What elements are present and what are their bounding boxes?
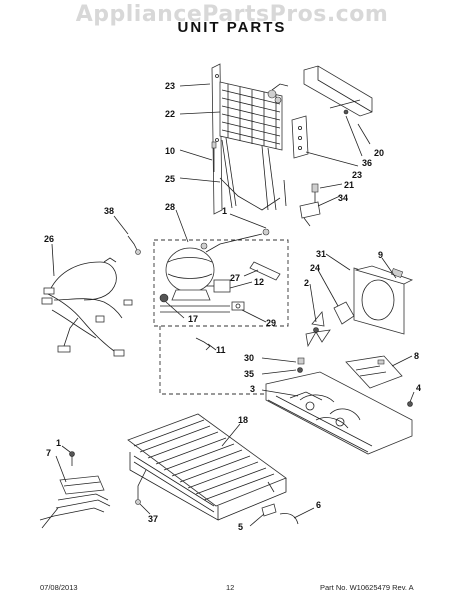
callout-34: 34: [338, 193, 348, 203]
base-plate: [265, 355, 413, 455]
callout-11: 11: [216, 345, 226, 355]
callout-27: 27: [230, 273, 240, 283]
leader-lines: [51, 83, 415, 527]
compressor-assembly: [153, 228, 289, 327]
condenser-assembly: [211, 63, 309, 215]
callout-21: 21: [344, 180, 354, 190]
callout-23-upper: 23: [165, 81, 175, 91]
callout-17: 17: [188, 314, 198, 324]
callout-20: 20: [374, 148, 384, 158]
footer-date: 07/08/2013: [40, 583, 78, 592]
callout-18: 18: [238, 415, 248, 425]
watermark: AppliancePartsPros.com: [75, 2, 389, 27]
callout-38: 38: [104, 206, 114, 216]
callout-30: 30: [244, 353, 254, 363]
callout-6: 6: [316, 500, 321, 510]
drain-parts: [261, 503, 299, 525]
sensor-parts: [299, 183, 321, 227]
callout-31: 31: [316, 249, 326, 259]
callout-29: 29: [266, 318, 276, 328]
callout-1-lower: 1: [56, 438, 61, 448]
wiring-harness: [41, 235, 141, 357]
callout-24: 24: [310, 263, 320, 273]
callout-35: 35: [244, 369, 254, 379]
fan-assembly: [305, 265, 414, 348]
callout-26: 26: [44, 234, 54, 244]
callout-37: 37: [148, 514, 158, 524]
cover-assembly: [303, 65, 373, 117]
callout-labels: 23 22 10 25 28 1 38 26 27 12 17 29 11 20…: [44, 81, 421, 532]
callout-2: 2: [304, 278, 309, 288]
callout-3: 3: [250, 384, 255, 394]
terminal-block: [39, 451, 111, 529]
callout-36: 36: [362, 158, 372, 168]
callout-28: 28: [165, 202, 175, 212]
evaporator-coil: [127, 413, 287, 521]
callout-1-upper: 1: [222, 206, 227, 216]
callout-25: 25: [165, 174, 175, 184]
callout-5: 5: [238, 522, 243, 532]
clip-part: [195, 337, 211, 351]
callout-22: 22: [165, 109, 175, 119]
footer-page-number: 12: [226, 583, 235, 592]
callout-10: 10: [165, 146, 175, 156]
callout-7: 7: [46, 448, 51, 458]
callout-23-lower: 23: [352, 170, 362, 180]
footer-part-number: Part No. W10625479 Rev. A: [320, 583, 414, 592]
callout-9: 9: [378, 250, 383, 260]
callout-12: 12: [254, 277, 264, 287]
callout-8: 8: [414, 351, 419, 361]
page-title: UNIT PARTS: [177, 19, 287, 36]
callout-4: 4: [416, 383, 421, 393]
